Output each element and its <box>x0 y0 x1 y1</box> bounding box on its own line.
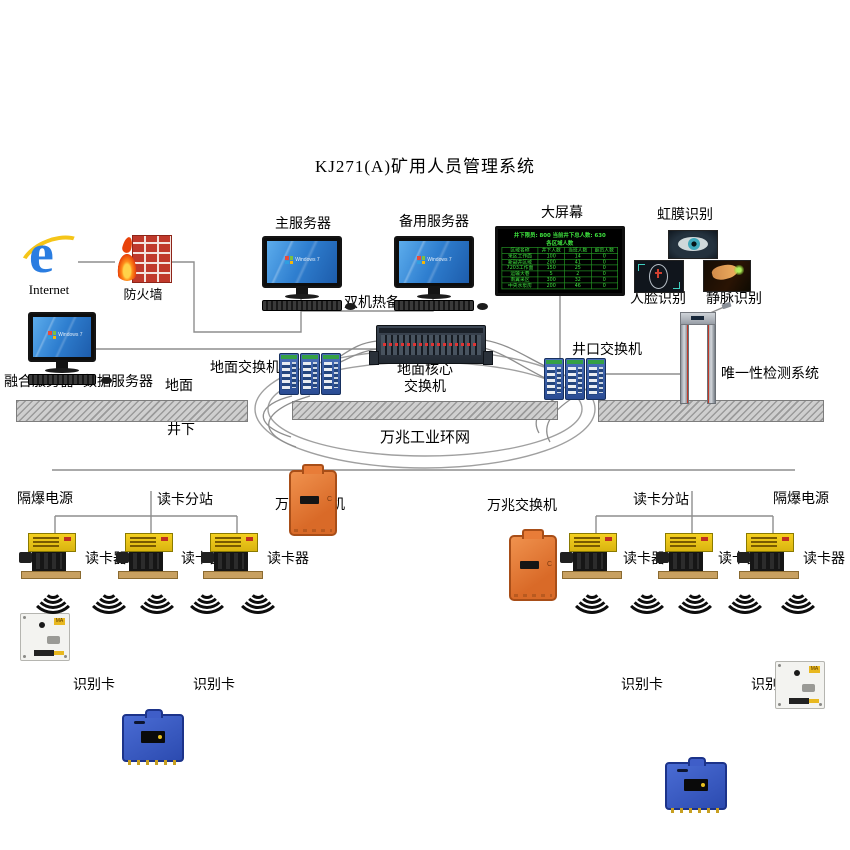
substation-left-label: 读卡分站 <box>157 493 213 508</box>
ethernet-switch-icon <box>279 353 299 395</box>
signal-waves-icon <box>84 585 133 614</box>
signal-waves-icon <box>28 585 77 614</box>
power-left-label: 隔爆电源 <box>17 492 73 507</box>
underground-label: 井下 <box>167 423 195 438</box>
ethernet-switch-icon <box>565 358 585 400</box>
ethernet-switch-icon <box>544 358 564 400</box>
mouse-icon <box>101 377 112 384</box>
id-card-label: 识别卡 <box>621 678 663 693</box>
signal-waves-icon <box>720 585 769 614</box>
fusion-server-icon: Windows 7 <box>28 312 112 385</box>
screen-headline: 井下限员: 800 当前井下总人数: 630 <box>513 232 606 239</box>
face-image <box>634 260 684 293</box>
iris-image <box>668 230 718 259</box>
uniqueness-system-label: 唯一性检测系统 <box>721 367 819 382</box>
signal-waves-icon <box>132 585 181 614</box>
signal-waves-icon <box>622 585 671 614</box>
straight-wires <box>52 261 795 540</box>
core-switch-label-1: 地面核心 <box>397 363 453 378</box>
security-gate-icon <box>680 312 716 404</box>
card-reader-icon <box>201 531 263 579</box>
brick-wall-icon <box>132 235 172 283</box>
card-reader-label: 读卡器 <box>803 552 845 567</box>
backup-server-icon: Windows 7 <box>394 236 488 311</box>
wellhead-switch-label: 井口交换机 <box>572 343 642 358</box>
wellhead-switch-icons <box>544 358 607 400</box>
card-reader-label: 读卡器 <box>267 552 309 567</box>
id-card-label: 识别卡 <box>73 678 115 693</box>
core-switch-label-2: 交换机 <box>404 380 446 395</box>
substation-right-icon <box>665 757 727 813</box>
ring-network-label: 万兆工业环网 <box>379 430 470 446</box>
flame-icon <box>114 241 140 281</box>
big-screen-icon: 井下限员: 800 当前井下总人数: 630 各区域人数 区域名称井下人数当班人… <box>495 226 625 296</box>
backup-server-label: 备用服务器 <box>399 215 469 230</box>
screen-subtitle: 各区域人数 <box>546 240 574 247</box>
power-right-icon: MA <box>775 661 825 709</box>
card-reader-label: 读卡器 <box>623 552 665 567</box>
substation-right-label: 读卡分站 <box>633 493 689 508</box>
signal-waves-icon <box>670 585 719 614</box>
power-right-label: 隔爆电源 <box>773 492 829 507</box>
signal-waves-icon <box>567 585 616 614</box>
core-switch-icon <box>369 325 493 365</box>
ethernet-switch-icon <box>321 353 341 395</box>
gig-switch-right-label: 万兆交换机 <box>487 499 557 514</box>
ethernet-switch-icon <box>586 358 606 400</box>
ethernet-switch-icon <box>300 353 320 395</box>
firewall-icon <box>114 231 172 285</box>
signal-waves-icon <box>773 585 822 614</box>
gig-switch-left-icon: C <box>289 464 337 536</box>
page-title: KJ271(A)矿用人员管理系统 <box>315 157 535 176</box>
big-screen-label: 大屏幕 <box>541 206 583 221</box>
firewall-label: 防火墙 <box>123 287 163 302</box>
ie-e-glyph: e <box>29 223 54 285</box>
data-server-label: 数据服务器 <box>83 375 153 390</box>
internet-label: Internet <box>28 282 70 297</box>
signal-waves-icon <box>233 585 282 614</box>
ground-bar-middle <box>292 401 558 420</box>
mouse-icon <box>345 303 356 310</box>
vein-label: 静脉识别 <box>706 292 762 307</box>
main-server-icon: Windows 7 <box>262 236 356 311</box>
vein-image <box>703 260 751 292</box>
windows-text: Windows 7 <box>295 256 320 263</box>
surface-switch-icons <box>279 353 342 395</box>
signal-waves-icon <box>182 585 231 614</box>
main-server-label: 主服务器 <box>275 217 331 232</box>
gig-switch-right-icon: C <box>509 529 557 601</box>
internet-icon: e <box>12 223 96 294</box>
mouse-icon <box>477 303 488 310</box>
hot-standby-label: 双机热备 <box>344 296 400 311</box>
substation-left-icon <box>122 709 184 765</box>
surface-switch-label: 地面交换机 <box>210 361 280 376</box>
power-left-icon: MA <box>20 613 70 661</box>
iris-label: 虹膜识别 <box>657 208 713 223</box>
ground-bar-left <box>16 400 248 422</box>
face-label: 人脸识别 <box>630 292 686 307</box>
surface-label: 地面 <box>165 379 193 394</box>
id-card-label: 识别卡 <box>193 678 235 693</box>
